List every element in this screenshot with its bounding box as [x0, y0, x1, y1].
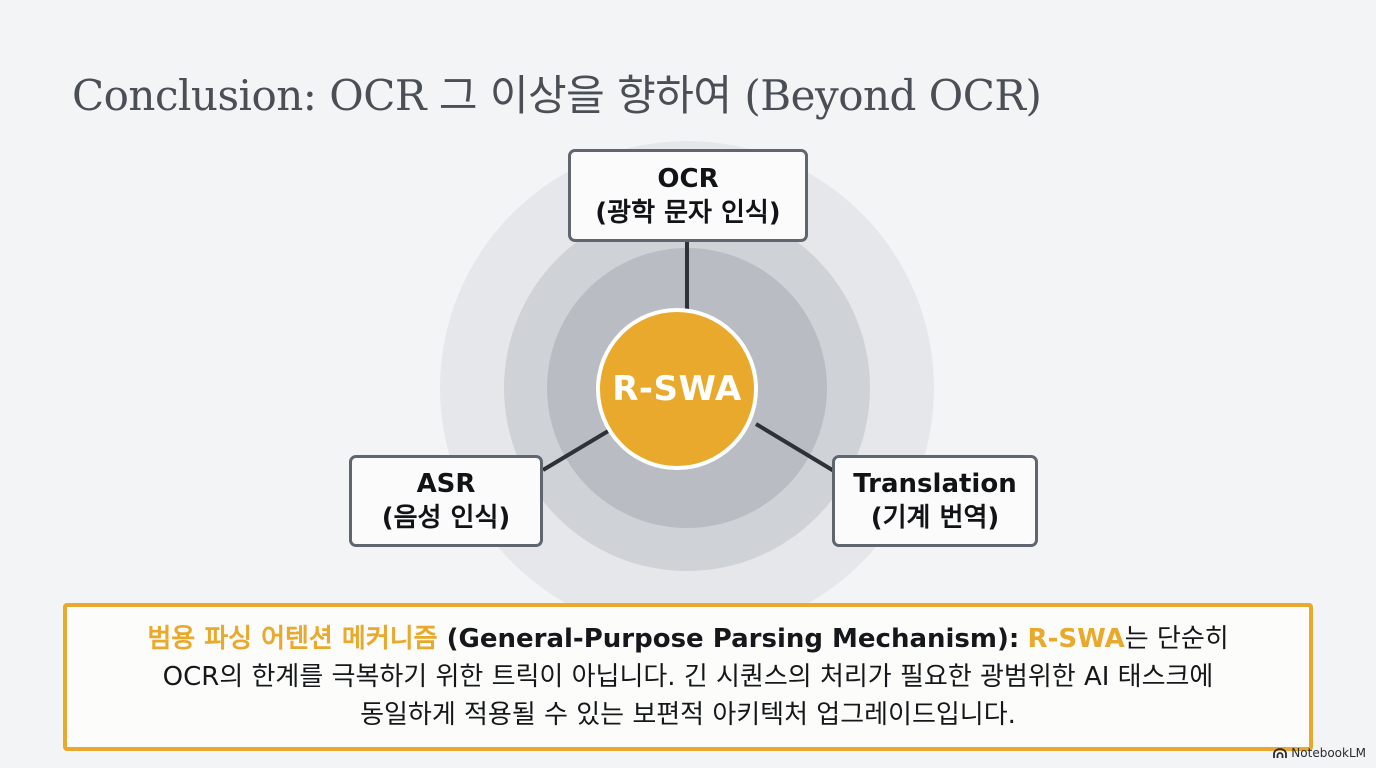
- notebooklm-watermark: NotebookLM: [1273, 746, 1366, 760]
- node-ocr: OCR (광학 문자 인식): [568, 149, 808, 242]
- callout-highlight-model: R-SWA: [1027, 624, 1125, 654]
- connector-translation: [754, 422, 836, 473]
- node-translation-subtitle: (기계 번역): [870, 503, 1000, 533]
- notebooklm-logo-icon: [1273, 747, 1288, 758]
- callout-highlight-term: 범용 파싱 어텐션 메커니즘: [147, 624, 438, 654]
- watermark-label: NotebookLM: [1291, 746, 1366, 760]
- callout-line-3: 동일하게 적용될 수 있는 보편적 아키텍처 업그레이드입니다.: [360, 700, 1016, 730]
- callout-line-1-rest: 는 단순히: [1124, 624, 1229, 654]
- page-title: Conclusion: OCR 그 이상을 향하여 (Beyond OCR): [72, 71, 1042, 120]
- node-asr: ASR (음성 인식): [349, 455, 543, 547]
- node-ocr-subtitle: (광학 문자 인식): [595, 197, 781, 228]
- conclusion-callout: 범용 파싱 어텐션 메커니즘 (General-Purpose Parsing …: [63, 603, 1313, 751]
- node-translation: Translation (기계 번역): [832, 455, 1038, 547]
- hub-label: R-SWA: [612, 369, 742, 409]
- connector-asr: [541, 422, 622, 472]
- callout-line-1: 범용 파싱 어텐션 메커니즘 (General-Purpose Parsing …: [147, 620, 1228, 658]
- callout-line-2: OCR의 한계를 극복하기 위한 트릭이 아닙니다. 긴 시퀀스의 처리가 필요…: [162, 662, 1214, 692]
- callout-term-en: (General-Purpose Parsing Mechanism):: [437, 624, 1020, 654]
- node-asr-subtitle: (음성 인식): [381, 503, 511, 533]
- hub-circle: [596, 308, 758, 470]
- node-asr-title: ASR: [416, 469, 476, 499]
- node-translation-title: Translation: [853, 469, 1017, 499]
- node-ocr-title: OCR: [657, 163, 719, 194]
